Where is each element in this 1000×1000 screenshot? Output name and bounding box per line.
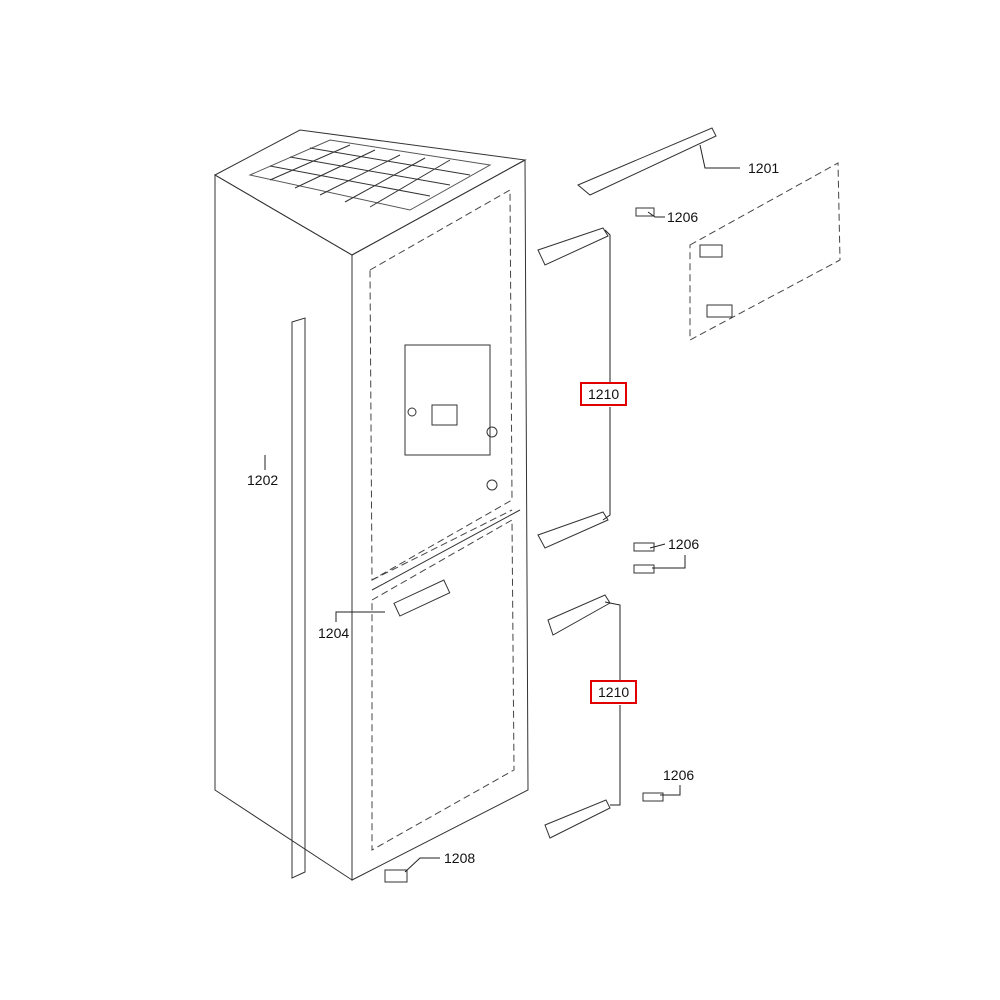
callout-1202: 1202	[247, 472, 279, 488]
part-1202-strip	[291, 317, 306, 879]
top-grid	[248, 139, 492, 211]
cabinet	[213, 129, 529, 883]
callout-1206: 1206	[663, 767, 695, 783]
callout-1210-highlighted: 1210	[580, 382, 628, 406]
cabinet-left-side	[214, 174, 353, 881]
part-1201-rail	[577, 127, 717, 196]
leader-lines	[264, 144, 740, 873]
callout-1208: 1208	[444, 850, 476, 866]
callout-1201: 1201	[748, 160, 780, 176]
callout-1206: 1206	[667, 209, 699, 225]
part-1208	[384, 869, 408, 883]
cabinet-top	[213, 129, 527, 256]
hinge-parts	[537, 227, 611, 839]
cabinet-front-frame	[351, 159, 529, 881]
panel	[689, 162, 841, 341]
callout-1210-highlighted: 1210	[590, 680, 638, 704]
callout-1206: 1206	[668, 536, 700, 552]
callout-1204: 1204	[318, 625, 350, 641]
